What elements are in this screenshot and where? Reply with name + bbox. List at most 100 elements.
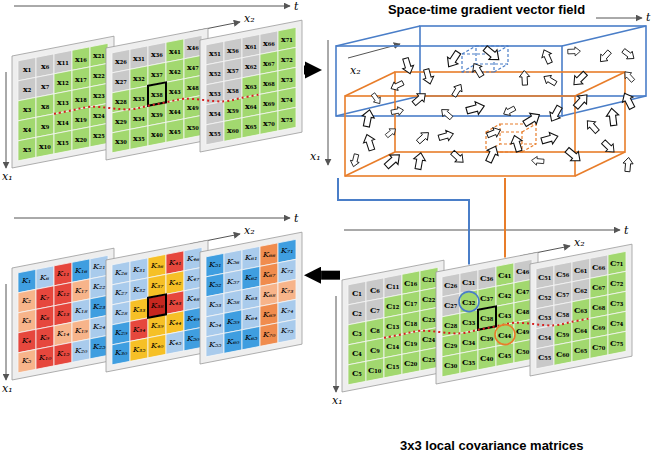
- cell-label: C₁₉: [404, 339, 417, 347]
- cell-label: C₄₂: [498, 291, 511, 299]
- cell-fill: [514, 299, 532, 323]
- gradient-arrow: [546, 104, 564, 124]
- cell-fill: [54, 130, 72, 154]
- cell-fill: [278, 47, 296, 70]
- cell-label: x₇: [41, 82, 49, 90]
- axis-label: x₁: [310, 150, 321, 163]
- grid-cell: K₃₄: [130, 318, 148, 341]
- cell-fill: [460, 310, 478, 333]
- grid-cell: C₂₉: [442, 333, 460, 356]
- cell-fill: [348, 301, 366, 325]
- grid-cell: K₃₅: [130, 338, 148, 361]
- cell-fill: [366, 278, 384, 301]
- grid-cell: K₁₇: [72, 279, 90, 302]
- grid-cell: C₄: [348, 341, 366, 364]
- cell-fill: [420, 307, 438, 331]
- cell-fill: [130, 318, 148, 341]
- cell-fill: [536, 345, 554, 369]
- cell-label: C₅₄: [538, 333, 551, 341]
- cell-fill: [90, 295, 108, 319]
- connector-line: [504, 178, 506, 258]
- cell-fill: [224, 78, 242, 101]
- grid-cell: x₉: [36, 114, 54, 137]
- cell-fill: [148, 334, 166, 358]
- grid-cell: K₄₈: [184, 287, 202, 310]
- gradient-arrow: [410, 90, 428, 108]
- cell-fill: [206, 333, 224, 357]
- grid-cell: K₂₈: [112, 301, 130, 324]
- cell-label: x₄₂: [169, 67, 181, 75]
- cell-fill: [72, 299, 90, 323]
- cell-fill: [112, 321, 130, 345]
- cell-fill: [54, 342, 72, 366]
- cell-fill: [206, 273, 224, 297]
- gradient-arrow: [622, 157, 633, 172]
- cell-label: K₆₀: [227, 338, 239, 346]
- cell-label: C₆₇: [592, 283, 605, 291]
- cell-label: K₁₁: [57, 270, 69, 278]
- grid-cell: x₄₂: [166, 59, 184, 82]
- cell-label: C₂₃: [422, 315, 435, 323]
- cell-label: x₃₂: [133, 74, 145, 82]
- cell-fill: [348, 361, 366, 385]
- grid-cell: C₂₈: [442, 313, 460, 336]
- grid-cell: x₅₈: [224, 78, 242, 101]
- cell-fill: [554, 302, 572, 325]
- axis-line: [6, 72, 7, 168]
- grid-cell: x₄₁: [166, 39, 184, 62]
- grid-cell: x₁₉: [72, 107, 90, 130]
- cell-label: C₁₅: [386, 362, 399, 370]
- cell-fill: [572, 258, 590, 282]
- grid-cell: K₂₇: [112, 281, 130, 304]
- cell-fill: [366, 358, 384, 381]
- grid-cell: C₈: [366, 318, 384, 341]
- cell-label: K₂₃: [93, 303, 105, 311]
- cell-fill: [184, 35, 202, 59]
- grid-cell: x₃₇: [148, 62, 166, 85]
- cell-fill: [206, 253, 224, 276]
- axis-line: [6, 284, 7, 380]
- grid-cell: K₆₆: [260, 243, 278, 266]
- cell-label: x₃₁: [133, 54, 145, 62]
- grid-cell: x₄₃: [166, 79, 184, 102]
- cell-label: C₂₉: [444, 341, 457, 349]
- grid-cell: x₇₃: [278, 67, 296, 90]
- grid-cell: C₅₄: [536, 325, 554, 348]
- grid-cell: K₆: [36, 266, 54, 289]
- cell-fill: [278, 299, 296, 323]
- gradient-arrow: [412, 152, 426, 170]
- cell-fill: [54, 282, 72, 306]
- grid-cell: C₂₀: [402, 351, 420, 374]
- cell-label: K₂₈: [115, 309, 127, 317]
- cell-fill: [224, 270, 242, 293]
- frame-sheet: [12, 248, 114, 380]
- cell-label: C₅: [352, 369, 362, 377]
- cell-label: K₃₄: [133, 326, 145, 334]
- grid-cell: C₄₁: [496, 263, 514, 286]
- cell-fill: [608, 271, 626, 295]
- axis-label: x₁: [2, 382, 13, 395]
- grid-cell: x₃₂: [130, 66, 148, 89]
- grid-cell: x₄₇: [184, 55, 202, 78]
- cell-label: K₅₂: [209, 281, 221, 289]
- cell-label: x₂₈: [115, 97, 127, 105]
- cell-fill: [278, 67, 296, 91]
- cell-label: C₄: [352, 349, 362, 357]
- grid-frame: x₁x₂x₃x₄x₅x₆x₇x₈x₉x₁₀x₁₁x₁₂x₁₃x₁₄x₁₅x₁₆x…: [12, 36, 114, 168]
- grid-cell: C₁₆: [402, 271, 420, 294]
- cell-fill: [460, 330, 478, 353]
- cell-label: C₆₃: [574, 306, 587, 314]
- cell-fill: [72, 259, 90, 283]
- cell-label: C₂₅: [422, 355, 435, 363]
- cell-label: K₃₂: [133, 286, 145, 294]
- grid-cell: K₁₉: [72, 319, 90, 342]
- cell-label: x₂₃: [93, 91, 105, 99]
- cell-fill: [184, 115, 202, 139]
- cell-label: K₃₉: [151, 322, 163, 330]
- cell-fill: [260, 91, 278, 115]
- grid-frame: C₁C₂C₃C₄C₅C₆C₇C₈C₉C₁₀C₁₁C₁₂C₁₃C₁₄C₁₅C₁₆C…: [342, 260, 444, 392]
- grid-cell: C₁₇: [402, 291, 420, 314]
- cell-label: x₄: [23, 125, 31, 133]
- cell-label: K₂₆: [115, 269, 127, 277]
- cell-fill: [514, 339, 532, 363]
